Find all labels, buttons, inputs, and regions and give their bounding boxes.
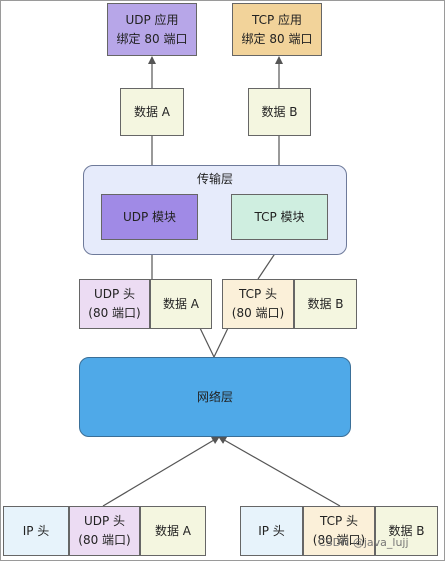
arrow-right-packet-to-network <box>218 436 341 507</box>
ip-header-box-left: IP 头 <box>3 506 69 556</box>
tcp-header-title: TCP 头 <box>319 514 359 528</box>
ip-header-label: IP 头 <box>258 523 285 538</box>
tcp-app-name: TCP 应用 <box>251 12 303 27</box>
ip-header-label: IP 头 <box>22 523 50 538</box>
tcp-app-box: TCP 应用 绑定 80 端口 <box>232 3 322 56</box>
line-network-to-tcp-packet <box>213 327 229 358</box>
data-a-label: 数据 A <box>133 104 171 119</box>
udp-header-port: (80 端口) <box>88 306 141 320</box>
tcp-header-box-middle: TCP 头 (80 端口) <box>222 279 294 329</box>
data-b-box-bottom: 数据 B <box>375 506 438 556</box>
data-b-label: 数据 B <box>388 523 425 538</box>
tcp-header-port: (80 端口) <box>231 306 285 320</box>
data-a-label: 数据 A <box>154 523 192 538</box>
udp-header-title: UDP 头 <box>93 287 136 301</box>
tcp-module-label: TCP 模块 <box>254 209 305 224</box>
tcp-header-box-bottom: TCP 头 (80 端口) <box>303 506 375 556</box>
udp-app-name: UDP 应用 <box>125 12 179 27</box>
data-a-box-top: 数据 A <box>120 88 184 136</box>
line-network-to-udp-packet <box>199 327 215 358</box>
data-a-box-middle: 数据 A <box>150 279 212 329</box>
udp-header-port: (80 端口) <box>78 533 131 547</box>
transport-layer-title: 传输层 <box>196 172 233 186</box>
data-a-box-bottom: 数据 A <box>140 506 206 556</box>
data-b-label: 数据 B <box>307 296 344 311</box>
network-layer-title: 网络层 <box>196 389 233 404</box>
udp-module-label: UDP 模块 <box>122 209 177 224</box>
udp-header-box-middle: UDP 头 (80 端口) <box>79 279 150 329</box>
arrow-left-packet-to-network <box>102 436 220 507</box>
udp-app-port: 绑定 80 端口 <box>116 31 188 46</box>
tcp-header-port: (80 端口) <box>312 533 366 547</box>
tcp-app-port: 绑定 80 端口 <box>241 31 313 46</box>
network-layer: 网络层 <box>79 357 351 437</box>
udp-header-box-bottom: UDP 头 (80 端口) <box>69 506 140 556</box>
watermark: CSDN @java_lujj <box>318 536 409 549</box>
tcp-module-box: TCP 模块 <box>231 194 328 240</box>
udp-module-box: UDP 模块 <box>101 194 198 240</box>
udp-header-title: UDP 头 <box>83 514 126 528</box>
data-a-label: 数据 A <box>162 296 200 311</box>
tcp-header-title: TCP 头 <box>238 287 278 301</box>
data-b-box-top: 数据 B <box>248 88 311 136</box>
ip-header-box-right: IP 头 <box>240 506 303 556</box>
udp-app-box: UDP 应用 绑定 80 端口 <box>107 3 197 56</box>
data-b-label: 数据 B <box>261 104 298 119</box>
data-b-box-middle: 数据 B <box>294 279 357 329</box>
